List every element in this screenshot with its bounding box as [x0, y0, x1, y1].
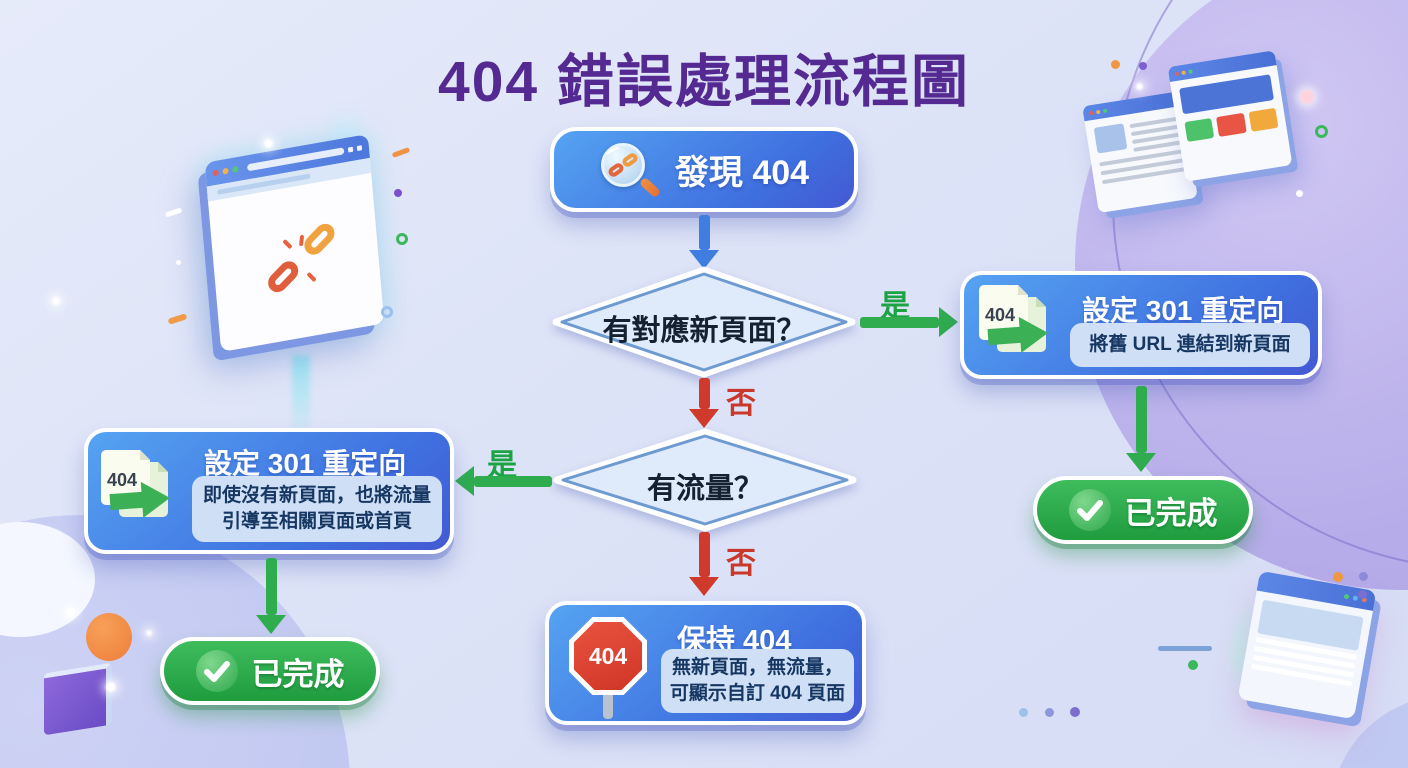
arrow-no-down-2 [689, 532, 719, 596]
arrow-yes-right [860, 307, 958, 337]
start-node-label: 發現 404 [674, 154, 810, 192]
deco-dot-purple [1359, 572, 1368, 581]
done-left-node: 已完成 [160, 637, 380, 705]
redirect-301-right-subtitle: 將舊 URL 連結到新頁面 [1070, 323, 1310, 367]
glow-dot-pink [1300, 90, 1314, 104]
image-placeholder [1093, 123, 1128, 154]
redirect-301-left-title: 設定 301 重定向 [204, 448, 407, 479]
sparkle-dot [146, 630, 152, 636]
block-green [1184, 117, 1215, 142]
window-control [347, 146, 354, 153]
deco-purple-card [44, 662, 112, 736]
check-icon [1068, 489, 1111, 531]
svg-text:404: 404 [107, 470, 137, 490]
deco-dot-purple [1139, 62, 1147, 70]
arrow-down-start [689, 215, 719, 269]
deco-dot-purple [1045, 708, 1054, 717]
arrow-down-right-done [1126, 386, 1156, 472]
redirect-301-right-node: 404 設定 301 重定向 將舊 URL 連結到新頁面 [960, 271, 1322, 379]
sparkle-dot [66, 608, 75, 617]
traffic-dot-red [212, 169, 219, 177]
done-left-label: 已完成 [251, 656, 345, 692]
page-redirect-icon: 404 [101, 450, 170, 518]
deco-ring-green [1315, 125, 1328, 138]
start-node: 發現 404 [550, 127, 858, 212]
deco-dot-purple [1358, 590, 1367, 599]
redirect-301-left-node: 404 設定 301 重定向 即使沒有新頁面，也將流量 引導至相關頁面或首頁 [84, 428, 454, 554]
page-redirect-icon: 404 [979, 285, 1048, 353]
decision-new-page-label: 有對應新頁面？ [602, 315, 806, 347]
deco-dot-lightblue [1019, 708, 1028, 717]
browser-content [208, 173, 384, 349]
browser-window-list [1237, 570, 1377, 720]
deco-ring-green [396, 233, 408, 245]
browser-window-broken-link [204, 133, 385, 353]
no-label-2: 否 [726, 547, 756, 580]
done-right-label: 已完成 [1124, 495, 1218, 531]
deco-dot-green [1188, 660, 1198, 670]
decision-new-page: 有對應新頁面？ [551, 266, 857, 378]
decision-traffic-label: 有流量？ [646, 473, 763, 505]
keep-404-node: 404 保持 404 無新頁面，無流量， 可顯示自訂 404 頁面 [545, 601, 866, 725]
deco-line-blue [1158, 646, 1212, 651]
sparkle-dot [106, 682, 116, 692]
deco-dot-orange [1333, 572, 1343, 582]
deco-dash-white [164, 207, 183, 218]
sparkle-dot [264, 139, 273, 148]
keep-404-subtitle: 無新頁面，無流量， 可顯示自訂 404 頁面 [661, 649, 854, 713]
deco-dot-orange [1111, 60, 1120, 69]
arrow-down-left-done [256, 558, 286, 634]
deco-dot-white [1296, 190, 1303, 197]
deco-dash-orange [391, 147, 411, 158]
traffic-dot-green [232, 165, 239, 173]
page-title: 404 錯誤處理流程圖 [438, 50, 970, 114]
redirect-301-left-subtitle: 即使沒有新頁面，也將流量 引導至相關頁面或首頁 [192, 476, 442, 542]
stop-sign-icon: 404 [569, 617, 651, 719]
sparkle-dot [1136, 83, 1143, 90]
sparkle-dot [52, 297, 60, 305]
broken-link-icon [264, 219, 339, 297]
deco-ring-blue [381, 306, 393, 318]
redirect-301-right-title: 設定 301 重定向 [1082, 295, 1285, 326]
window-control [356, 144, 363, 151]
deco-dash-orange [167, 313, 188, 325]
arrow-yes-left [455, 466, 552, 496]
deco-orange-circle [86, 613, 132, 661]
deco-dot-purple [1070, 707, 1080, 717]
light-beam-lower [292, 355, 310, 445]
check-icon [195, 650, 238, 692]
traffic-dot-orange [222, 167, 229, 175]
arrow-no-down-1 [689, 378, 719, 428]
magnifier-broken-link-icon [599, 141, 662, 199]
svg-text:404: 404 [985, 305, 1015, 325]
deco-dot-purple [394, 189, 402, 197]
deco-dot-white [176, 260, 181, 265]
no-label-1: 否 [726, 387, 756, 420]
decision-traffic: 有流量？ [552, 428, 858, 532]
done-right-node: 已完成 [1033, 476, 1253, 544]
